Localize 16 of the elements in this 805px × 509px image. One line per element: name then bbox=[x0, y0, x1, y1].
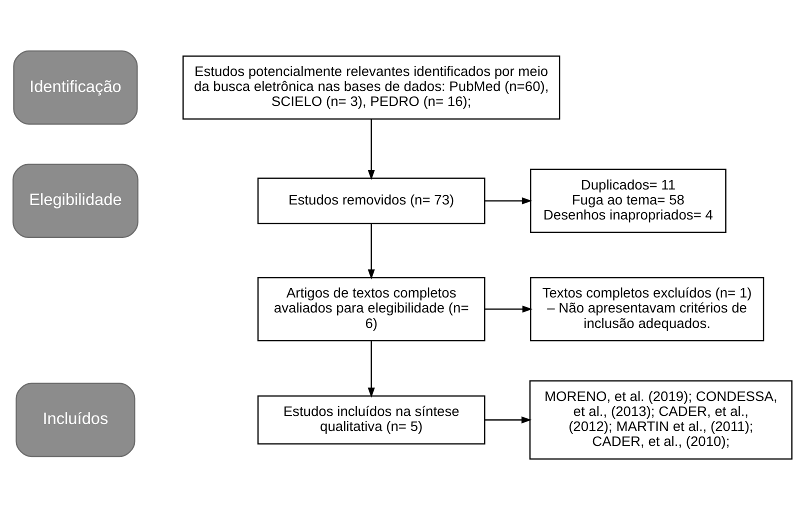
arrow bbox=[485, 416, 532, 423]
node-box: Estudos removidos (n= 73) bbox=[257, 177, 486, 224]
node-box: Elegibilidade bbox=[12, 163, 138, 238]
node-box: Estudos potencialmente relevantes identificados por meio da busca eletrônica nas bases de dados: PubMed (n=60), SCIELO (n= 3), PEDRO (n= 16); bbox=[182, 54, 560, 120]
arrow bbox=[484, 196, 532, 204]
node-box: MORENO, et al. (2019); CONDESSA, et al., (2013); CADER, et al., (2012); MARTIN et al., (2011); CADER, et al., (2010); bbox=[529, 380, 792, 460]
node-box: Textos completos excluídos (n= 1) – Não apresentavam critérios de inclusão adequados. bbox=[530, 276, 764, 341]
node-box: Incluídos bbox=[16, 382, 136, 457]
node-box: Estudos incluídos na síntese qualitativa (n= 5) bbox=[257, 394, 486, 444]
node-box: Artigos de textos completos avaliados para elegibilidade (n= 6) bbox=[257, 276, 486, 341]
node-box: Identificação bbox=[13, 50, 138, 124]
arrow bbox=[368, 118, 375, 180]
arrow bbox=[368, 224, 375, 279]
arrow bbox=[484, 305, 532, 312]
arrow bbox=[368, 340, 375, 398]
node-box: Duplicados= 11 Fuga ao tema= 58 Desenhos inapropriados= 4 bbox=[530, 168, 726, 232]
